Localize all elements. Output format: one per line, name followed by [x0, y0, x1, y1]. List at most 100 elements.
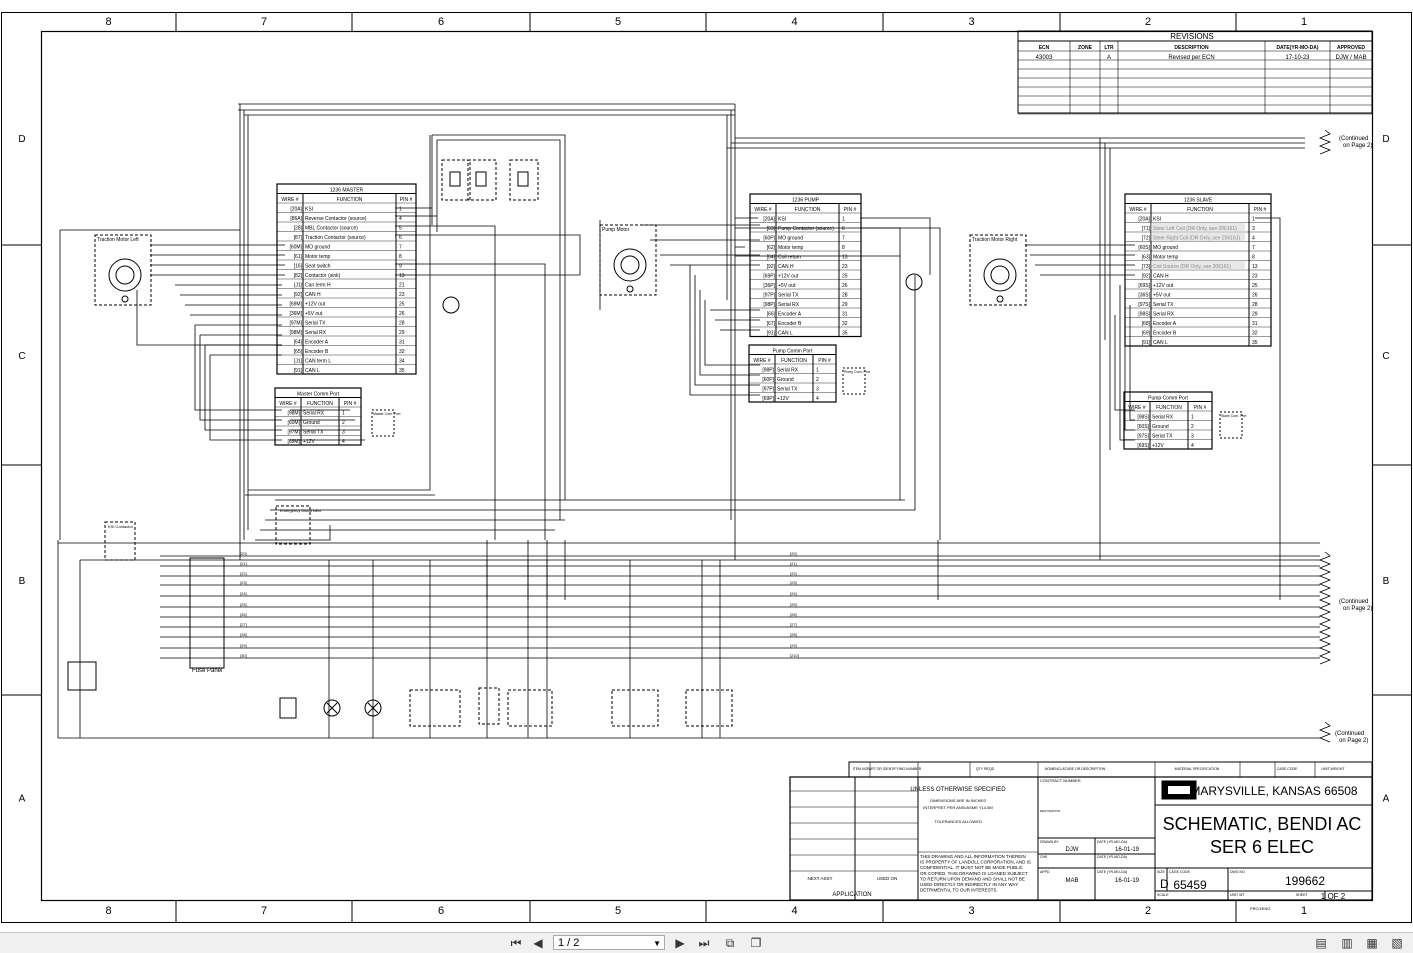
master-table-function: CAN L [305, 368, 320, 374]
continued-2: on Page 2) [1343, 606, 1372, 612]
company-address: MARYSVILLE, KANSAS 66508 [1190, 784, 1358, 798]
last-page-icon[interactable]: ⏭ [698, 936, 710, 950]
slave-table-function: Motor temp [1153, 255, 1179, 261]
single-page-icon[interactable]: ▤ [1315, 936, 1327, 950]
qty-label: QTY REQD [976, 767, 995, 771]
pump-comm-table-pin: 4 [816, 396, 819, 402]
slave-table-pin: 32 [1252, 331, 1258, 337]
wire-tag: [25] [240, 602, 247, 607]
page-selector[interactable]: 1 / 2▼ [553, 935, 665, 950]
continued-1: (Continued [1335, 731, 1364, 737]
wire-tag: [26] [240, 612, 247, 617]
pump-table-wire: [36P] [763, 283, 775, 289]
first-page-icon[interactable]: ⏮ [510, 936, 522, 950]
master-table-wire: [16] [294, 264, 303, 270]
continued-1: (Continued [1339, 136, 1368, 142]
grid-view-icon[interactable]: ▧ [1391, 936, 1403, 950]
nomenclature-label: NOMENCLATURE OR DESCRIPTION [1045, 767, 1106, 771]
slave-table-function: Serial TX [1153, 302, 1174, 308]
slave-comm-table-pin: 4 [1191, 443, 1194, 449]
rev-cell: 17-10-23 [1285, 55, 1310, 61]
master-table-function: Seat switch [305, 264, 331, 270]
valve-4 [685, 689, 733, 727]
pump-table-function: +12V out [778, 274, 799, 280]
master-table-function: Encoder A [305, 340, 329, 346]
prev-page-icon[interactable]: ◀ [533, 936, 543, 950]
proprietary-text: OR COPIED. THIS DRAWING IS LOANED SUBJEC… [920, 871, 1028, 876]
slave-table-wire: [69S] [1138, 283, 1150, 289]
master-table-title: 1236 MASTER [330, 188, 364, 194]
slave-table-function: +12V out [1153, 283, 1174, 289]
pump-table-wire: [04] [767, 255, 776, 261]
slave_port-label: Slave Com. Port [1221, 414, 1247, 418]
pump-table-pin: 25 [842, 274, 848, 280]
wire-tag: [23] [790, 580, 797, 585]
proprietary-text: USED DIRECTLY OR INDIRECTLY IN ANY WAY [920, 882, 1018, 887]
two-page-icon[interactable]: ▦ [1366, 936, 1378, 950]
unit-label: UNIT WEIGHT [1321, 767, 1345, 771]
wire-tag: [22] [240, 571, 247, 576]
contactor-0 [441, 159, 471, 201]
zone-bottom-5: 5 [615, 905, 621, 917]
rev-cell: Revised per ECN [1168, 55, 1214, 61]
date-label: DATE (YR-MO-DA) [1097, 840, 1127, 844]
slave-table-wire: [73] [1142, 264, 1151, 270]
master-table-pin: 8 [399, 254, 402, 260]
master-table-pin: 1 [399, 207, 402, 213]
master-table-wire: [82] [294, 273, 303, 279]
master-table-pin: 5 [399, 226, 402, 232]
master-table-function: +5V out [305, 311, 323, 317]
pump-table-header: FUNCTION [795, 207, 821, 213]
zone-bottom-3: 3 [968, 905, 974, 917]
master-table-wire: [91] [294, 368, 303, 374]
next-page-icon[interactable]: ▶ [675, 936, 685, 950]
dwg-label: DWG NO [1230, 870, 1245, 874]
master-table-function: CAN term L [305, 359, 331, 365]
material-label: MATERIAL SPECIFICATION [1175, 767, 1220, 771]
master-table-pin: 21 [399, 283, 405, 289]
size-value: D [1160, 877, 1169, 891]
zone-bottom-2: 2 [1145, 905, 1151, 917]
master-comm-table-header: WIRE # [279, 401, 296, 407]
slave-table-pin: 23 [1252, 274, 1258, 280]
duplicate-icon[interactable]: ❐ [750, 936, 762, 950]
rev-header: DESCRIPTION [1174, 45, 1209, 51]
continuous-page-icon[interactable]: ▥ [1341, 936, 1353, 950]
copy-icon[interactable]: ⧉ [725, 936, 735, 950]
slave-comm-table-wire: [98S] [1137, 415, 1149, 421]
slave-table-wire: [69] [1142, 331, 1151, 337]
wire-tag: [28] [240, 632, 247, 637]
master-table-wire: [92] [294, 292, 303, 298]
slave-table-function: MO ground [1153, 245, 1178, 251]
slave-table-title: 1236 SLAVE [1184, 198, 1213, 204]
chk-label: CHK [1040, 855, 1048, 859]
slave-table-pin: 35 [1252, 340, 1258, 346]
traction-motor-right: Traction Motor Right [969, 234, 1027, 306]
master_port-label: Master Com. Port [373, 412, 400, 416]
wire-tag: [29] [790, 643, 797, 648]
slave-table-function: Encoder B [1153, 331, 1177, 337]
traction-motor-left-label: Traction Motor Left [97, 237, 139, 243]
master-table-wire: [60M] [289, 245, 302, 251]
drawn-by-label: DRAWN BY [1040, 840, 1059, 844]
master-comm-table-pin: 1 [342, 411, 345, 417]
rev-header: APPROVED [1337, 45, 1365, 51]
pump-table-pin: 32 [842, 321, 848, 327]
application-label: APPLICATION [832, 892, 871, 898]
pump-motor: Pump Motor [599, 224, 657, 296]
wire-tag: [210] [790, 653, 799, 658]
chevron-down-icon: ▼ [653, 939, 661, 948]
slave-table-function: CAN L [1153, 340, 1168, 346]
slave-table-function: CAN H [1153, 274, 1169, 280]
pump-table-pin: 7 [842, 236, 845, 242]
emergency-label: Emergency Disconnect [280, 508, 322, 513]
proprietary-text: IS PROPERTY OF LANDOLL CORPORATION, AND … [920, 860, 1031, 865]
wire-tag: [21] [790, 561, 797, 566]
appd-date: 16-01-19 [1115, 878, 1140, 884]
used-on-label: USED ON [877, 876, 898, 881]
unit-wt-label: UNIT WT [1230, 893, 1245, 897]
